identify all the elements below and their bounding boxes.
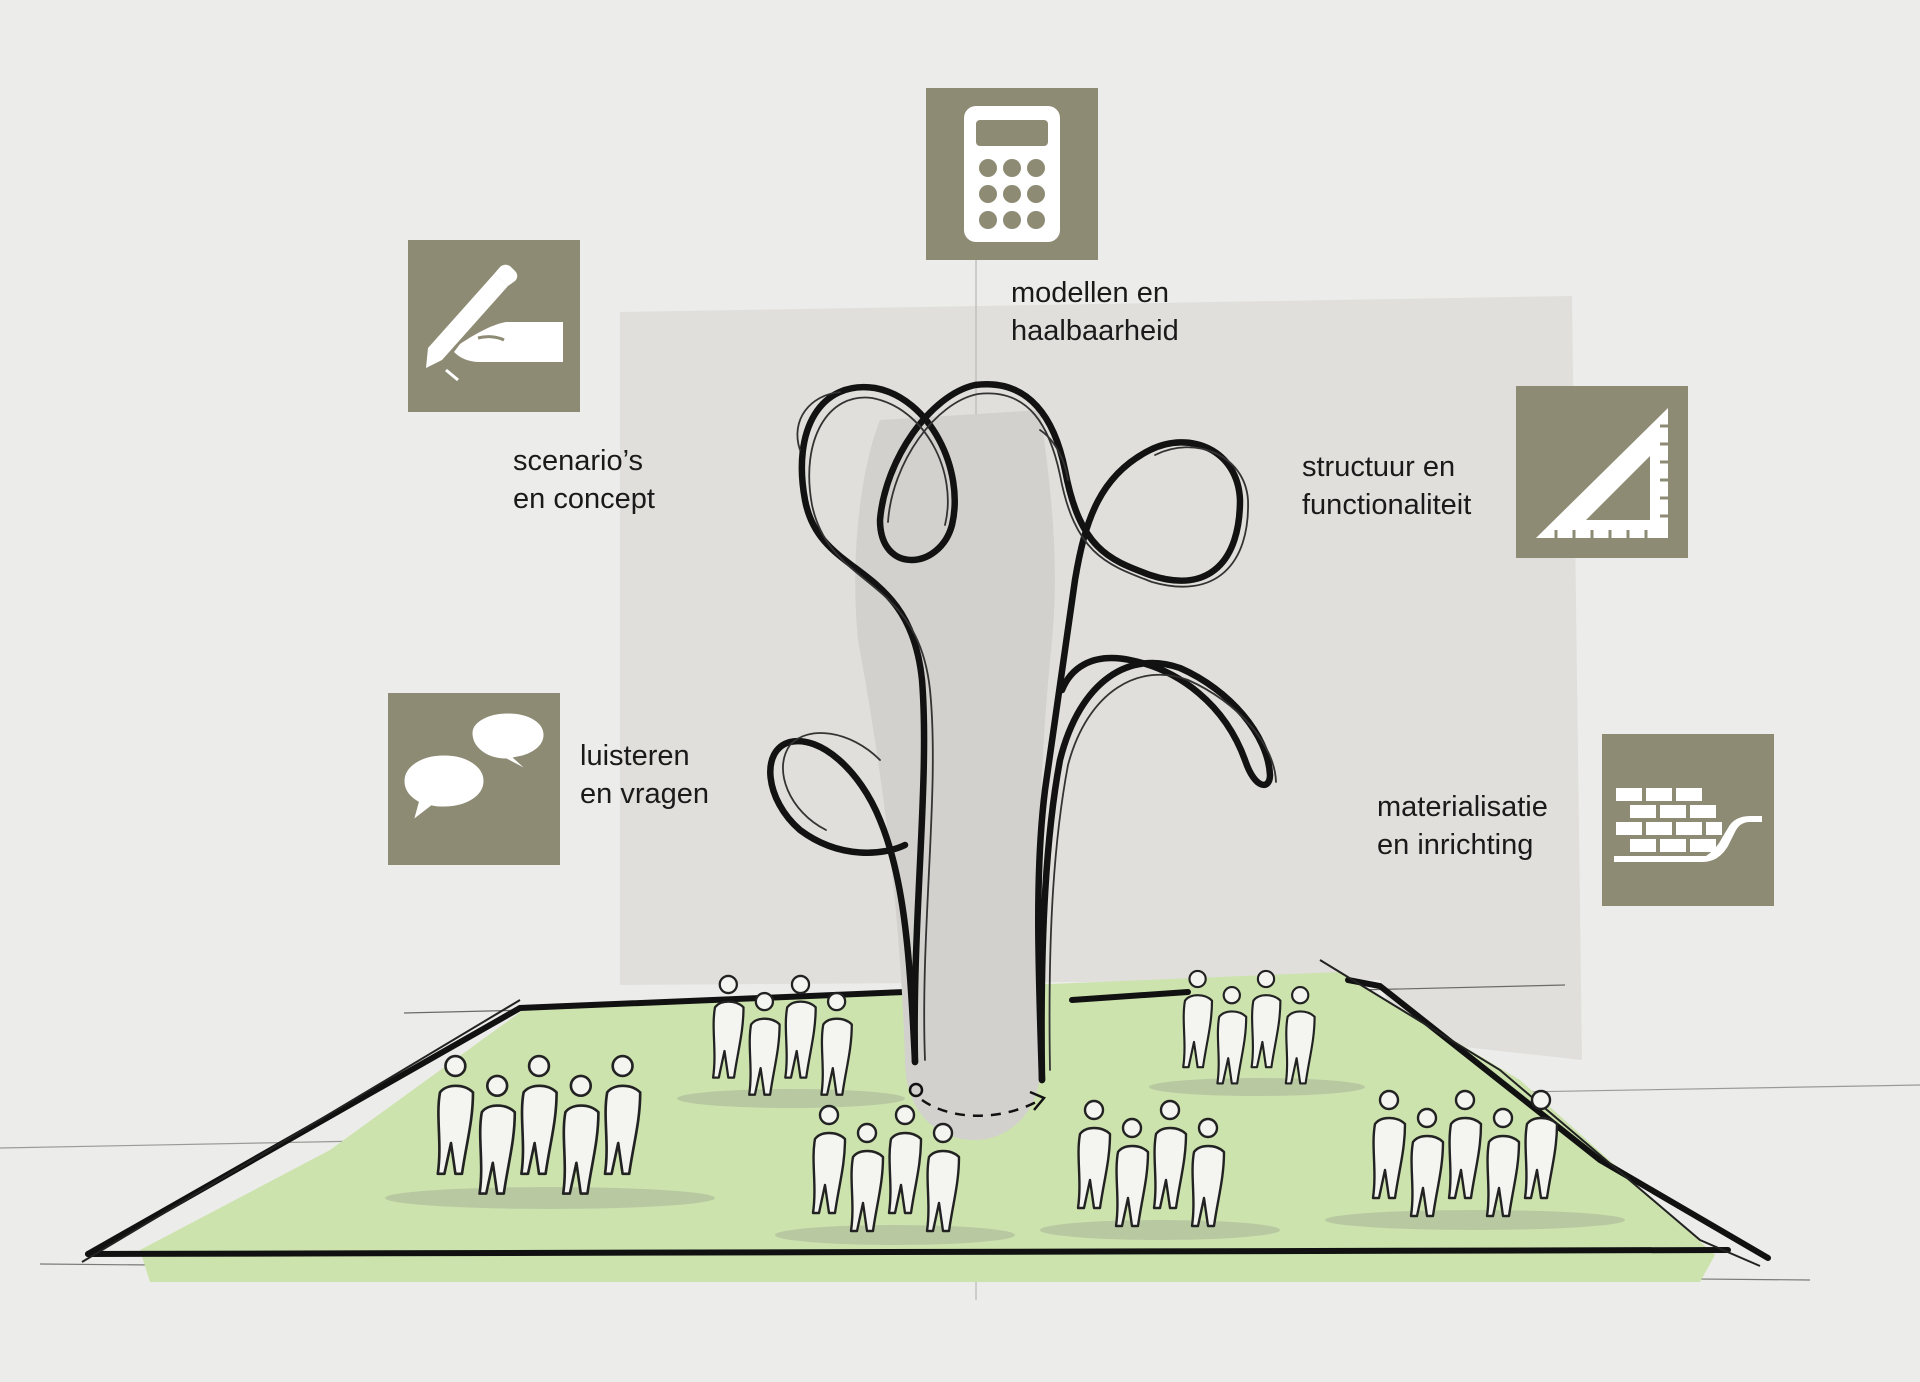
person-figure xyxy=(436,1054,475,1176)
label-line: modellen en xyxy=(1011,277,1169,309)
people-shadow xyxy=(1040,1220,1280,1240)
person-figure xyxy=(784,974,817,1079)
calculator-icon xyxy=(964,106,1060,242)
person-figure xyxy=(1182,969,1214,1069)
person-figure xyxy=(520,1054,558,1176)
person-figure xyxy=(849,1122,885,1233)
person-figure xyxy=(1371,1089,1407,1200)
label-line: en inrichting xyxy=(1377,829,1534,861)
label-line: materialisatie xyxy=(1377,791,1548,823)
label-line: en concept xyxy=(513,483,655,515)
label-line: scenario’s xyxy=(513,445,644,477)
person-figure xyxy=(811,1104,847,1215)
person-figure xyxy=(1523,1089,1559,1200)
step-label-luisteren: luisteren en vragen xyxy=(580,737,709,813)
person-figure xyxy=(748,991,781,1096)
bricks-trowel-icon xyxy=(1614,788,1762,862)
backdrop-panel xyxy=(620,296,1582,1060)
guide-line xyxy=(1519,1084,1920,1093)
person-figure xyxy=(1076,1099,1112,1210)
person-figure xyxy=(561,1074,600,1195)
person-figure xyxy=(887,1104,923,1215)
tree-sketch-lines xyxy=(782,391,1277,1071)
label-line: structuur en xyxy=(1302,451,1456,483)
speech-bubbles-tile xyxy=(388,693,560,865)
people-shadow xyxy=(677,1089,905,1108)
step-label-structuur: structuur en functionaliteit xyxy=(1302,448,1471,524)
set-square-tile xyxy=(1516,386,1688,558)
step-label-scenarios: scenario’s en concept xyxy=(513,442,655,518)
person-figure xyxy=(1114,1117,1150,1228)
person-figure xyxy=(1409,1107,1445,1218)
step-label-modellen: modellen en haalbaarheid xyxy=(1011,274,1179,350)
people-shadow xyxy=(775,1225,1015,1245)
people-shadow xyxy=(1149,1078,1365,1096)
person-figure xyxy=(1152,1099,1188,1210)
person-figure xyxy=(478,1074,517,1195)
speech-bubbles-icon xyxy=(399,708,549,832)
bricks-trowel-tile xyxy=(1602,734,1774,906)
calculator-tile xyxy=(926,88,1098,260)
label-line: functionaliteit xyxy=(1302,489,1472,521)
set-square-icon xyxy=(1536,408,1668,538)
person-figure xyxy=(820,991,853,1096)
person-figure xyxy=(1284,986,1316,1085)
people-groups xyxy=(385,969,1625,1245)
label-line: luisteren xyxy=(580,740,690,772)
ground-outline-thin xyxy=(81,959,1761,1267)
label-line: en vragen xyxy=(580,778,709,810)
person-figure xyxy=(1485,1107,1521,1218)
hand-writing-tile xyxy=(408,240,580,412)
person-figure xyxy=(1190,1117,1226,1228)
person-figure xyxy=(1250,969,1282,1069)
person-figure xyxy=(1216,986,1248,1085)
person-figure xyxy=(603,1054,642,1176)
person-figure xyxy=(711,974,745,1079)
hand-writing-icon xyxy=(426,264,563,382)
person-figure xyxy=(925,1122,961,1233)
trunk-base-arrow xyxy=(908,1082,1047,1117)
people-shadow xyxy=(1325,1210,1625,1230)
person-figure xyxy=(1447,1089,1483,1200)
label-line: haalbaarheid xyxy=(1011,315,1179,347)
step-label-materialisatie: materialisatie en inrichting xyxy=(1377,788,1548,864)
people-shadow xyxy=(385,1187,715,1209)
